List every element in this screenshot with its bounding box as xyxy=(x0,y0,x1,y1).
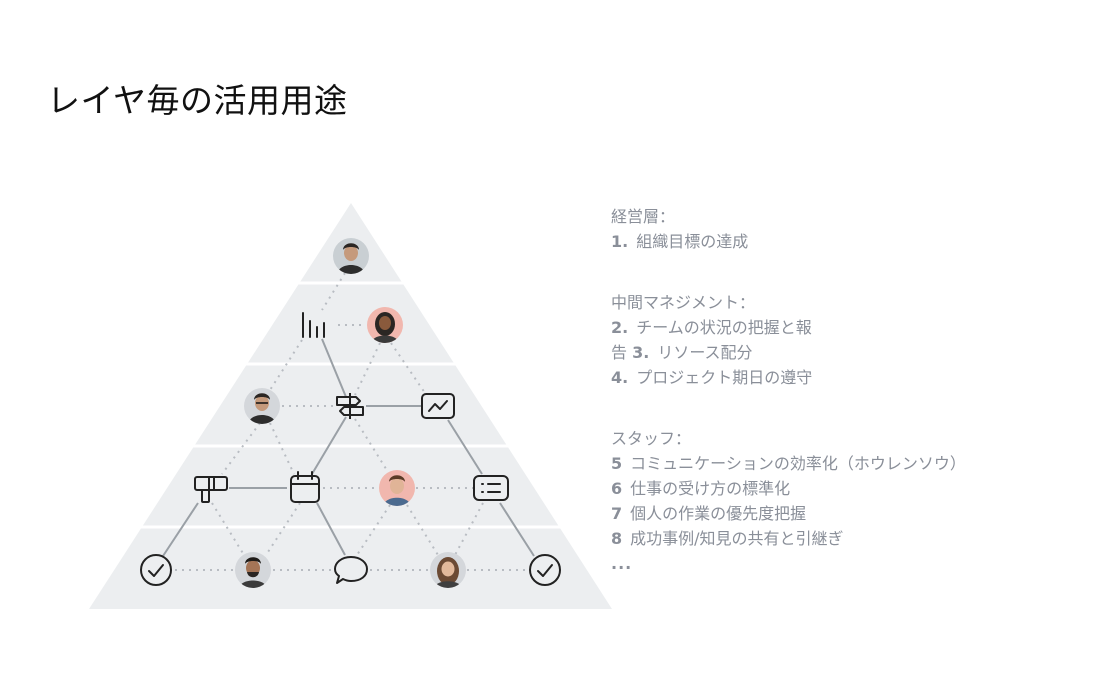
item-number: 2. xyxy=(611,318,629,337)
item-text: コミュニケーションの効率化（ホウレンソウ） xyxy=(630,454,966,473)
section-item: 告 3. リソース配分 xyxy=(611,340,1081,365)
item-text: プロジェクト期日の遵守 xyxy=(636,368,813,387)
section-executive: 経営層： 1. 組織目標の達成 xyxy=(611,204,1081,254)
section-item: 6 仕事の受け方の標準化 xyxy=(611,476,1081,501)
section-item: 8 成功事例/知見の共有と引継ぎ xyxy=(611,526,1081,551)
item-prefix: 告 xyxy=(611,343,628,362)
section-item: 2. チームの状況の把握と報 xyxy=(611,315,1081,340)
usage-sections: 経営層： 1. 組織目標の達成 中間マネジメント： 2. チームの状況の把握と報 告… xyxy=(611,204,1081,612)
more-ellipsis: ... xyxy=(611,554,633,573)
item-number: 1. xyxy=(611,232,629,251)
item-number: 8 xyxy=(611,529,623,548)
item-text: 個人の作業の優先度把握 xyxy=(630,504,807,523)
node-avatar-woman-1 xyxy=(367,307,403,343)
check-circle-icon xyxy=(140,554,172,586)
node-avatar-top xyxy=(333,238,369,274)
item-number: 5 xyxy=(611,454,623,473)
bar-chart-icon xyxy=(302,312,325,338)
line-chart-icon xyxy=(421,393,455,419)
node-avatar-man-glasses xyxy=(244,388,280,424)
page-title: レイヤ毎の活用用途 xyxy=(47,81,348,120)
item-number: 4. xyxy=(611,368,629,387)
item-number: 3. xyxy=(632,343,650,362)
section-staff: スタッフ： 5 コミュニケーションの効率化（ホウレンソウ） 6 仕事の受け方の標準化… xyxy=(611,426,1081,576)
section-item: 7 個人の作業の優先度把握 xyxy=(611,501,1081,526)
section-heading: 経営層： xyxy=(611,207,676,226)
item-text: チームの状況の把握と報 xyxy=(636,318,812,337)
check-circle-icon xyxy=(529,554,561,586)
section-item: 4. プロジェクト期日の遵守 xyxy=(611,365,1081,390)
section-item: 5 コミュニケーションの効率化（ホウレンソウ） xyxy=(611,451,1081,476)
node-avatar-man-beard xyxy=(235,552,271,588)
node-avatar-man-smile xyxy=(379,470,415,506)
section-heading: 中間マネジメント： xyxy=(611,293,756,312)
section-heading: スタッフ： xyxy=(611,429,692,448)
item-number: 7 xyxy=(611,504,623,523)
item-text: リソース配分 xyxy=(657,343,753,362)
signpost-icon xyxy=(336,393,364,419)
kanban-icon xyxy=(194,476,228,503)
layer-dividers xyxy=(141,281,561,529)
chat-bubble-icon xyxy=(334,556,368,584)
item-number: 6 xyxy=(611,479,623,498)
solid-connectors xyxy=(162,338,535,557)
dotted-connectors xyxy=(175,272,525,571)
item-text: 成功事例/知見の共有と引継ぎ xyxy=(630,529,844,548)
node-avatar-woman-2 xyxy=(430,552,466,588)
list-icon xyxy=(473,475,509,501)
item-text: 仕事の受け方の標準化 xyxy=(630,479,791,498)
calendar-icon xyxy=(290,471,320,503)
item-text: 組織目標の達成 xyxy=(636,232,749,251)
section-middle-management: 中間マネジメント： 2. チームの状況の把握と報 告 3. リソース配分 4. プロジ… xyxy=(611,290,1081,390)
section-item: 1. 組織目標の達成 xyxy=(611,229,1081,254)
